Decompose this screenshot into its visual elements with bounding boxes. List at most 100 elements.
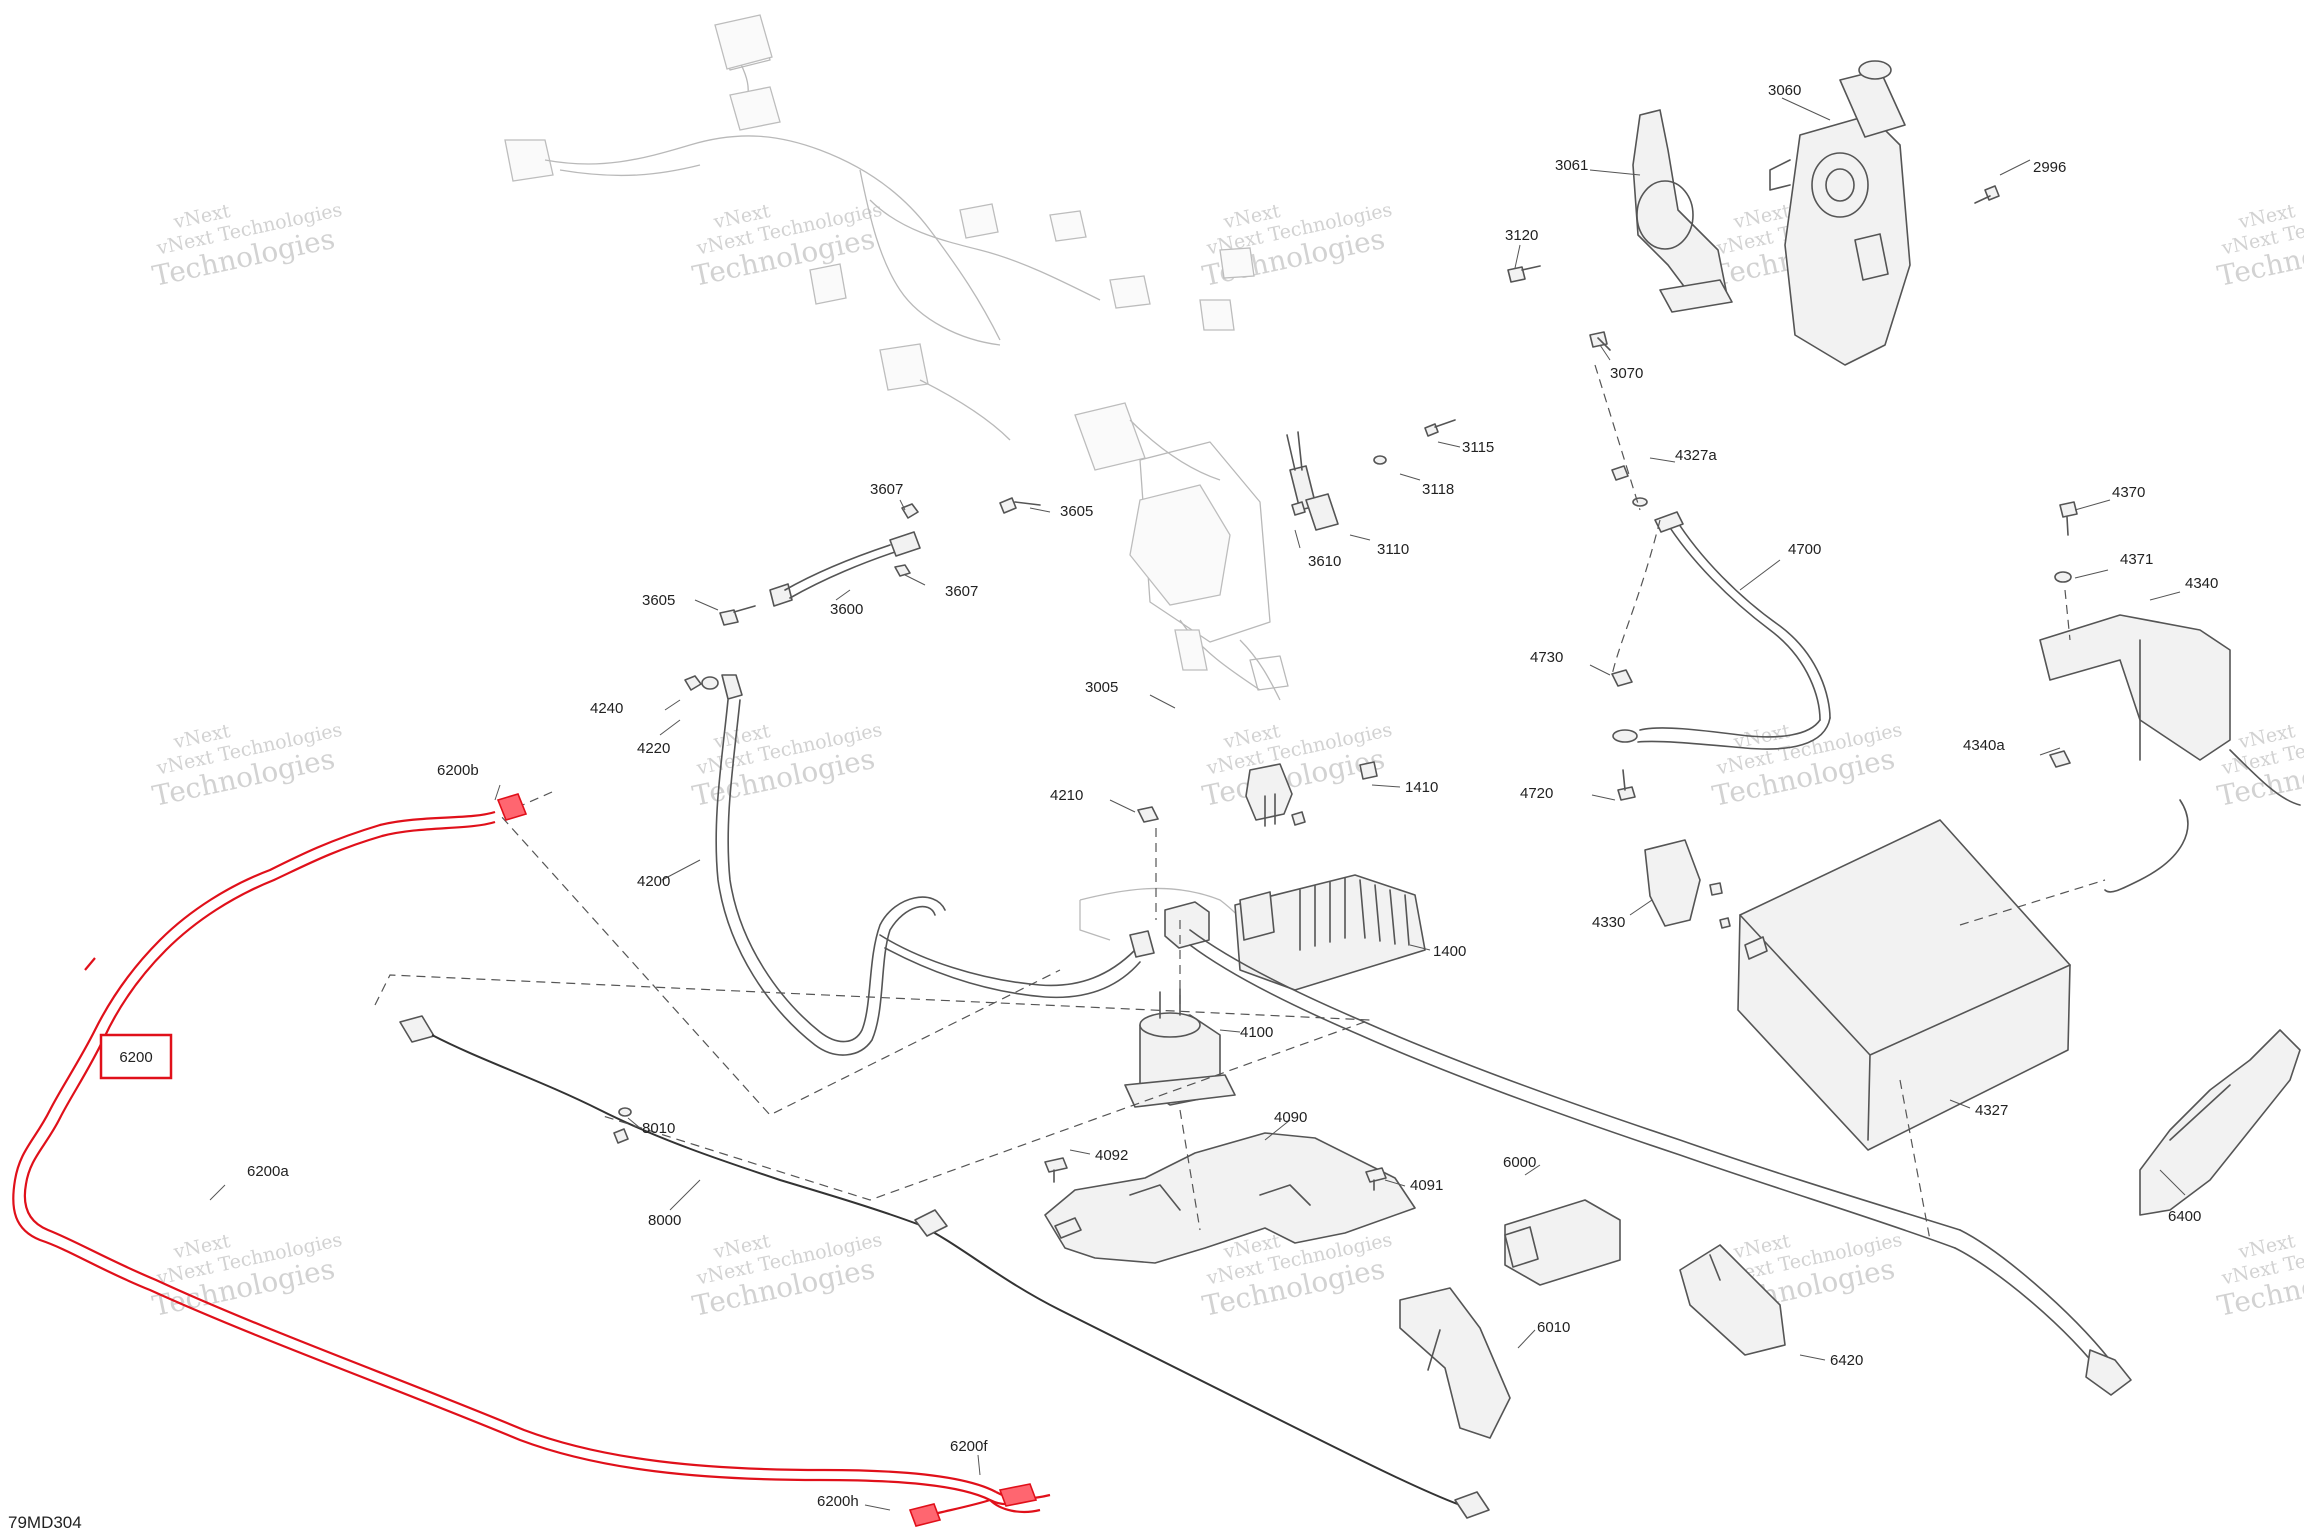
callout-label: 4730 (1530, 649, 1563, 666)
callout-label: 4100 (1240, 1024, 1273, 1041)
cable-4700 (1611, 465, 1831, 750)
connector-1410-area (1245, 761, 1378, 827)
callout-label: 3070 (1610, 365, 1643, 382)
callout-label: 3115 (1462, 439, 1494, 456)
nut-3607b (894, 564, 911, 577)
module-6000 (1504, 1199, 1621, 1286)
callout-label: 4091 (1410, 1177, 1443, 1194)
actuator-3060 (1769, 60, 1911, 366)
watermark: vNext vNext Technologies Technologies (690, 719, 885, 813)
watermark: vNext vNext Technologies Technologies (150, 719, 345, 813)
battery-4327 (1737, 819, 2071, 1151)
fastener-4092 (1044, 1157, 1068, 1183)
washer-3118 (1373, 455, 1387, 465)
callout-label: 4210 (1050, 787, 1083, 804)
guard-6400 (2139, 1029, 2301, 1216)
callout-label: 6420 (1830, 1352, 1863, 1369)
nut-3607a (901, 503, 919, 519)
callout-label: 4371 (2120, 551, 2153, 568)
callout-label: 6400 (2168, 1208, 2201, 1225)
bolt-2996 (1974, 185, 2000, 204)
bolt-4370 (2059, 501, 2078, 536)
solenoid-4100 (1124, 988, 1236, 1108)
callout-label: 3605 (642, 592, 675, 609)
bolt-4720 (1617, 769, 1636, 801)
watermark: vNext vNext Technologies Technologies (690, 199, 885, 293)
washer-4371 (2054, 571, 2072, 583)
bracket-3061 (1632, 109, 1733, 313)
callout-label: 3060 (1768, 82, 1801, 99)
callout-label: 8010 (642, 1120, 675, 1137)
bolt-3605a (999, 497, 1041, 514)
nut-4210 (1137, 806, 1159, 823)
screw-3115 (1424, 419, 1456, 437)
callout-label: 3005 (1085, 679, 1118, 696)
callout-label: 6200h (817, 1493, 859, 1510)
callout-label: 2996 (2033, 159, 2066, 176)
diagram-code: 79MD304 (8, 1513, 82, 1532)
callout-label: 3607 (945, 583, 978, 600)
watermark: vNext vNext Technologies Technologies (1200, 199, 1395, 293)
callout-label: 4240 (590, 700, 623, 717)
cable-4200 (715, 674, 1155, 1056)
harness-6200 (12, 793, 1051, 1527)
callout-label: 4370 (2112, 484, 2145, 501)
callout-label: 3118 (1422, 481, 1454, 498)
highlight-box: 6200 (99, 1033, 173, 1080)
bracket-4090 (1044, 1132, 1416, 1264)
callout-label: 4340a (1963, 737, 2005, 754)
callout-label: 4340 (2185, 575, 2218, 592)
callout-label: 4220 (637, 740, 670, 757)
bolt-3070 (1589, 331, 1611, 351)
fastener-4091 (1365, 1167, 1387, 1191)
watermark: vNext vNext Technologies Technologies (2215, 1229, 2304, 1323)
callout-label: 3061 (1555, 157, 1588, 174)
sensor-3110 (1286, 431, 1339, 531)
callout-label: 3600 (830, 601, 863, 618)
callout-label: 6200a (247, 1163, 289, 1180)
callout-label: 6000 (1503, 1154, 1536, 1171)
bolt-3120 (1507, 265, 1541, 283)
callout-label: 4200 (637, 873, 670, 890)
bracket-6010 (1399, 1287, 1511, 1439)
main-harness-ghost (504, 14, 1289, 941)
callout-label: 4700 (1788, 541, 1821, 558)
callout-label: 3605 (1060, 503, 1093, 520)
bracket-6420 (1679, 1244, 1786, 1356)
harness-8000 (399, 1015, 1490, 1519)
watermark: vNext vNext Technologies Technologies (150, 1229, 345, 1323)
watermark: vNext vNext Technologies Technologies (2215, 199, 2304, 293)
callout-label: 6200b (437, 762, 479, 779)
cover-4330 (1644, 839, 1731, 929)
bolt-3610 (1291, 501, 1306, 516)
nut-4240 (684, 675, 702, 691)
callout-label: 6200f (950, 1438, 988, 1455)
bracket-4340 (2039, 614, 2301, 893)
callout-labels: 3060 3061 2996 3120 3070 3115 3118 4327a… (247, 82, 2218, 1510)
cable-3600 (769, 531, 921, 607)
callout-label: 1400 (1433, 943, 1466, 960)
callout-label: 4720 (1520, 785, 1553, 802)
callout-label: 4327 (1975, 1102, 2008, 1119)
callout-label: 1410 (1405, 779, 1438, 796)
callout-label: 3110 (1377, 541, 1409, 558)
dashed-leaders (374, 364, 2106, 1241)
watermark: vNext vNext Technologies Technologies (690, 1229, 885, 1323)
washer-4220 (701, 676, 719, 690)
callout-label: 3120 (1505, 227, 1538, 244)
callout-label: 4090 (1274, 1109, 1307, 1126)
watermark: vNext vNext Technologies Technologies (1200, 719, 1395, 813)
nut-4730 (1611, 669, 1633, 687)
bolt-3605b (719, 605, 756, 626)
callout-label: 3607 (870, 481, 903, 498)
callout-label: 3610 (1308, 553, 1341, 570)
callout-label: 4330 (1592, 914, 1625, 931)
callout-leaders (209, 97, 2186, 1511)
watermark: vNext vNext Technologies Technologies (1710, 719, 1905, 813)
regulator-1400 (1164, 874, 2132, 1396)
nut-4340a (2049, 750, 2071, 768)
callout-label: 4092 (1095, 1147, 1128, 1164)
highlight-label: 6200 (119, 1049, 152, 1066)
callout-label: 8000 (648, 1212, 681, 1229)
